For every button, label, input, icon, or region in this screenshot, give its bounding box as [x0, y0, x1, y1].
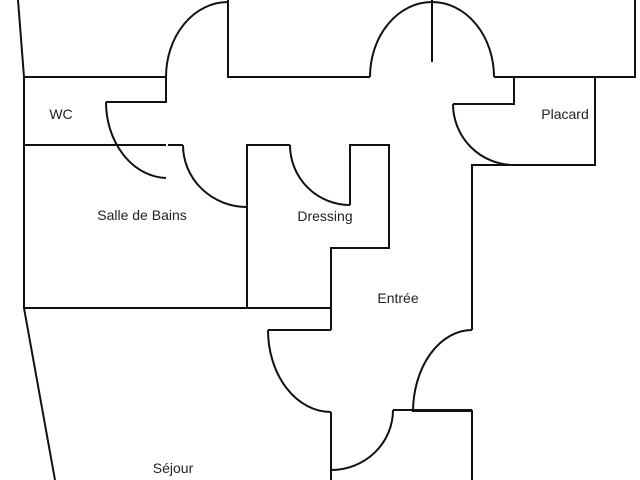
room-label-sejour: Séjour	[152, 460, 194, 476]
placard-door-arc	[452, 103, 515, 166]
bathroom-door-arc	[182, 144, 248, 208]
wc-door-arc	[105, 101, 167, 179]
room-label-dressing: Dressing	[297, 208, 353, 224]
sejour-door-arc	[267, 329, 332, 413]
placard-right-wall	[471, 77, 596, 330]
outer-left-wall	[17, 0, 56, 480]
top-right-wall	[494, 0, 636, 78]
room-label-entree: Entrée	[377, 290, 419, 306]
dressing-door-arc	[289, 144, 351, 206]
top-wall	[227, 0, 370, 78]
dressing-walls	[246, 144, 290, 308]
top-left-door-arc	[165, 1, 229, 78]
entree-right-door-arc	[412, 329, 473, 413]
entree-right-wall	[393, 409, 473, 480]
room-label-placard: Placard	[541, 106, 589, 122]
room-label-salle-de-bains: Salle de Bains	[97, 207, 187, 223]
placard-wall	[453, 77, 515, 105]
lower-door-arc	[330, 409, 394, 471]
room-label-wc: WC	[49, 106, 73, 122]
dressing-right-walls	[330, 144, 390, 330]
wc-top-wall	[24, 76, 167, 103]
